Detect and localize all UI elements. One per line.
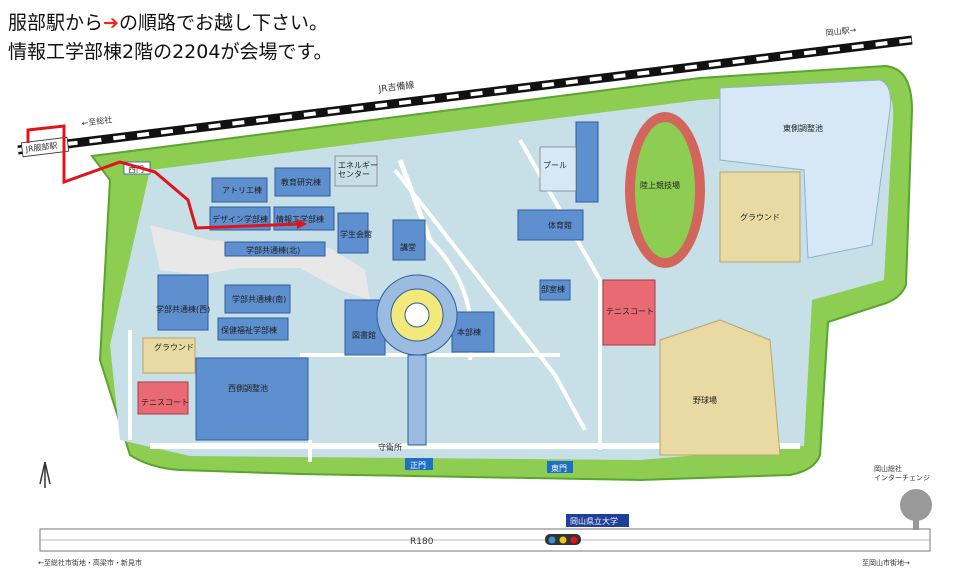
- label-track: 陸上競技場: [640, 180, 680, 190]
- track-infield: [635, 122, 695, 258]
- main-gate-sign: [405, 458, 433, 470]
- pool: [539, 146, 577, 192]
- rotunda: [376, 274, 458, 446]
- label-pool: プール: [543, 161, 567, 170]
- interchange-stem: [913, 520, 919, 530]
- red-arrow-icon: ➔: [103, 12, 119, 34]
- label-info-eng: 情報工学部棟: [276, 214, 324, 224]
- label-library: 図書館: [352, 330, 376, 340]
- label-ground-east: グラウンド: [740, 212, 780, 222]
- label-edu-research: 教育研究棟: [281, 177, 321, 187]
- building-common-north: [224, 241, 326, 257]
- road-direction-west: ←至総社市街地・高梁市・新見市: [38, 558, 142, 567]
- label-lecture-hall: 講堂: [400, 242, 416, 252]
- venue-instruction-line2: 情報工学部棟2階の2204が会場です。: [8, 41, 333, 63]
- building-common-west: [157, 274, 209, 331]
- label-tennis-east: テニスコート: [606, 307, 654, 316]
- route-180: [39, 528, 931, 552]
- north-arrow-icon: [39, 461, 51, 488]
- baseball-field: [659, 319, 781, 456]
- signal-light-yellow: [559, 536, 567, 544]
- building-main: [451, 311, 495, 353]
- railway: [17, 35, 913, 155]
- building-west-pond-block: [195, 357, 309, 441]
- station-label: JR服部駅: [24, 140, 58, 154]
- label-energy-center: エネルギーセンター: [338, 161, 378, 179]
- label-baseball: 野球場: [693, 395, 717, 405]
- building-lecture-hall: [392, 219, 426, 261]
- route-arrow-head-icon: [297, 219, 307, 229]
- rail-line-label: JR吉備線: [377, 79, 415, 95]
- signal-light-blue: [548, 536, 556, 544]
- label-main-gate: 正門: [410, 461, 426, 470]
- road-direction-east: 至岡山市街地→: [862, 558, 910, 567]
- label-health-welfare: 保健福祉学部棟: [221, 325, 277, 335]
- central-plaza: [150, 225, 370, 300]
- building-club: [539, 279, 571, 301]
- route-instruction-line1: 服部駅から➔の順路でお越し下さい。: [8, 8, 328, 35]
- label-east-pond: 東側調整池: [783, 123, 823, 133]
- building-gym: [517, 209, 584, 241]
- university-sign: [566, 514, 629, 527]
- building-edu-research: [274, 167, 331, 197]
- label-r180: R180: [410, 537, 434, 547]
- rail-direction-west: ←至総社: [81, 114, 113, 128]
- label-tennis-west: テニスコート: [141, 398, 189, 407]
- ground-west: [142, 337, 196, 374]
- label-west-pond: 西側調整池: [228, 383, 268, 393]
- label-club: 部室棟: [541, 284, 565, 294]
- east-pond: [719, 79, 891, 259]
- label-atelier: アトリエ棟: [222, 185, 262, 195]
- route-path: [26, 124, 301, 230]
- rail-direction-east: 岡山駅→: [825, 24, 857, 38]
- interchange-icon: [900, 489, 932, 521]
- label-university: 岡山県立大学: [570, 516, 618, 526]
- label-west-gate: 西門: [128, 165, 144, 174]
- building-common-south: [224, 284, 291, 314]
- label-main-building: 本部棟: [457, 327, 481, 337]
- building-energy-center: [334, 155, 378, 187]
- route-instruction-from: 服部駅から: [8, 12, 104, 34]
- building-pool-house: [575, 121, 599, 203]
- label-gym: 体育館: [548, 220, 572, 230]
- label-common-north: 学部共通棟(北): [246, 245, 300, 255]
- building-student-hall: [337, 212, 369, 254]
- signal-light-red: [570, 536, 578, 544]
- tennis-court-east: [602, 279, 656, 346]
- station-sign: [20, 136, 70, 158]
- building-health-welfare: [217, 317, 289, 341]
- route-instruction-suffix: の順路でお越し下さい。: [118, 12, 328, 34]
- label-ground-west: グラウンド: [154, 342, 194, 352]
- label-common-west: 学部共通棟(西): [156, 304, 210, 314]
- building-atelier: [211, 177, 268, 203]
- label-design: デザイン学部棟: [212, 214, 268, 224]
- label-student-hall: 学生会館: [340, 229, 372, 239]
- label-common-south: 学部共通棟(南): [232, 294, 286, 304]
- label-guard: 守衛所: [378, 442, 402, 452]
- label-east-gate: 東門: [551, 463, 567, 473]
- tennis-court-west: [137, 381, 189, 415]
- label-interchange: 岡山総社インターチェンジ: [874, 464, 930, 482]
- ground-east: [719, 171, 801, 263]
- east-gate-sign: [547, 461, 573, 473]
